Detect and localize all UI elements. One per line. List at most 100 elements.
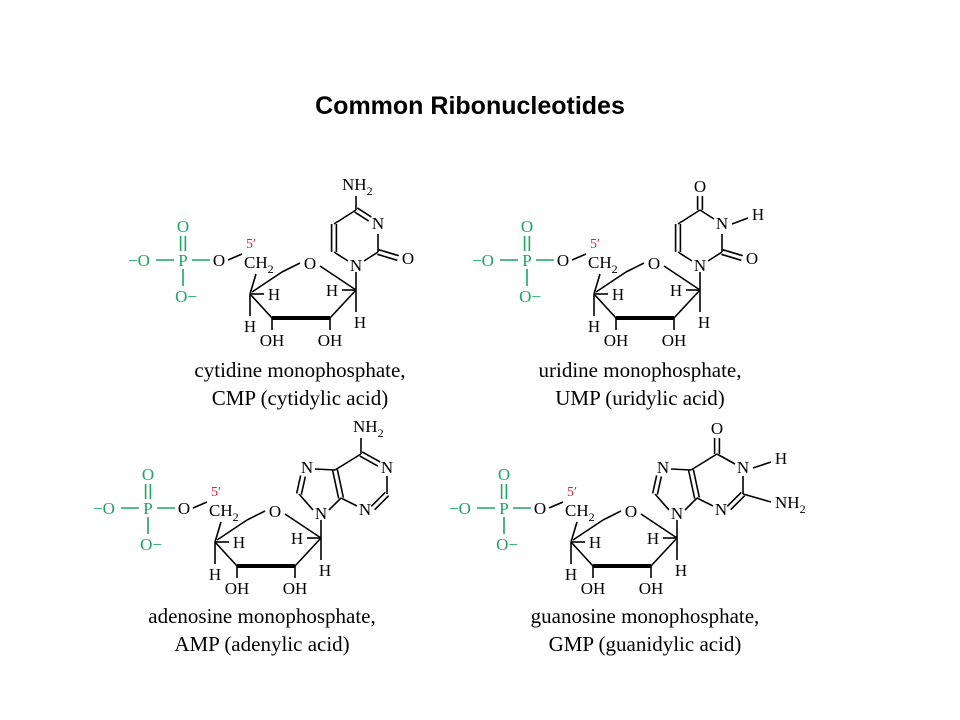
bond [294,537,322,567]
bond [716,453,736,465]
oxygen-label: O [711,419,723,438]
amino-label: NH2 [353,417,384,440]
hydrogen-label: H [698,313,710,332]
phosphate-oxygen-label: −O [472,251,494,270]
bond [654,493,670,511]
nitrogen-label: N [715,500,727,519]
hydroxyl-label: OH [260,331,285,350]
bond [752,461,772,469]
molecule-abbreviation: GMP (guanidylic acid) [549,632,742,656]
bond [251,271,283,293]
nitrogen-label: N [359,500,371,519]
bond [333,209,357,225]
double-bond [692,469,701,498]
double-bond [300,476,307,495]
ch2-label: CH2 [588,253,618,276]
hydrogen-label: H [670,281,682,300]
nitrogen-label: N [671,504,683,523]
double-bond [378,248,399,257]
double-bond [721,253,742,262]
nitrogen-label: N [315,504,327,523]
oxygen-label: O [694,177,706,196]
hydrogen-label: H [647,529,659,548]
hydroxyl-label: OH [581,579,606,598]
bond [690,453,718,471]
bond [249,293,273,319]
hydroxyl-label: OH [662,331,687,350]
bond [227,253,243,261]
molecule-name: guanosine monophosphate, [531,604,760,628]
double-bond [370,491,386,507]
amino-label: NH2 [775,493,806,516]
phosphorus-label: P [499,499,508,518]
phosphorus-label: P [522,251,531,270]
phosphate-oxygen-label: O− [140,535,162,554]
double-bond [331,470,340,499]
hydrogen-label: H [565,565,577,584]
bond [742,493,772,503]
double-bond [295,475,302,494]
hydrogen-label: H [612,285,624,304]
double-bond [377,253,398,262]
five-prime-label: 5′ [246,237,256,252]
five-prime-label: 5′ [567,485,577,500]
nitrogen-label: N [657,458,669,477]
molecule-name: cytidine monophosphate, [194,358,405,382]
molecule-abbreviation: UMP (uridylic acid) [555,386,725,410]
double-bond [359,455,379,467]
bond [684,497,698,511]
ester-oxygen-label: O [557,251,569,270]
bond [363,251,379,262]
ester-oxygen-label: O [178,499,190,518]
phosphate-oxygen-label: O [498,465,510,484]
bond [298,493,314,511]
ring-oxygen-label: O [269,502,281,521]
nitrogen-label: N [694,256,706,275]
bond [707,251,723,262]
hydroxyl-label: OH [283,579,308,598]
five-prime-label: 5′ [211,485,221,500]
double-bond [726,491,742,507]
phosphate-oxygen-label: O− [519,287,541,306]
bond [334,453,362,471]
nitrogen-label: N [350,256,362,275]
ring-oxygen-label: O [304,254,316,273]
bond [246,510,266,521]
ester-oxygen-label: O [213,251,225,270]
molecule-name: uridine monophosphate, [539,358,742,382]
bond [329,289,357,319]
nitrogen-label: N [737,458,749,477]
ch2-label: CH2 [244,253,274,276]
hydrogen-label: H [326,281,338,300]
double-bond [730,495,746,511]
phosphate-oxygen-label: O [142,465,154,484]
bond [731,217,749,225]
hydrogen-label: H [589,533,601,552]
page-title: Common Ribonucleotides [315,92,625,120]
hydrogen-label: H [319,561,331,580]
bond [640,513,678,539]
bond [214,521,222,543]
bond [319,265,357,291]
bond [650,537,678,567]
bond [570,541,594,567]
amino-label: NH2 [342,175,373,198]
nitrogen-label: N [301,458,313,477]
phosphate-oxygen-label: −O [128,251,150,270]
hydroxyl-label: OH [639,579,664,598]
bond [216,519,248,541]
nitrogen-label: N [716,214,728,233]
hydrogen-label: H [291,529,303,548]
hydroxyl-label: OH [318,331,343,350]
bond [214,541,238,567]
bond [284,513,322,539]
hydrogen-label: H [354,313,366,332]
bond [677,251,693,262]
bond [699,209,715,220]
phosphate-oxygen-label: O− [175,287,197,306]
phosphate-oxygen-label: −O [449,499,471,518]
bond [625,262,645,273]
